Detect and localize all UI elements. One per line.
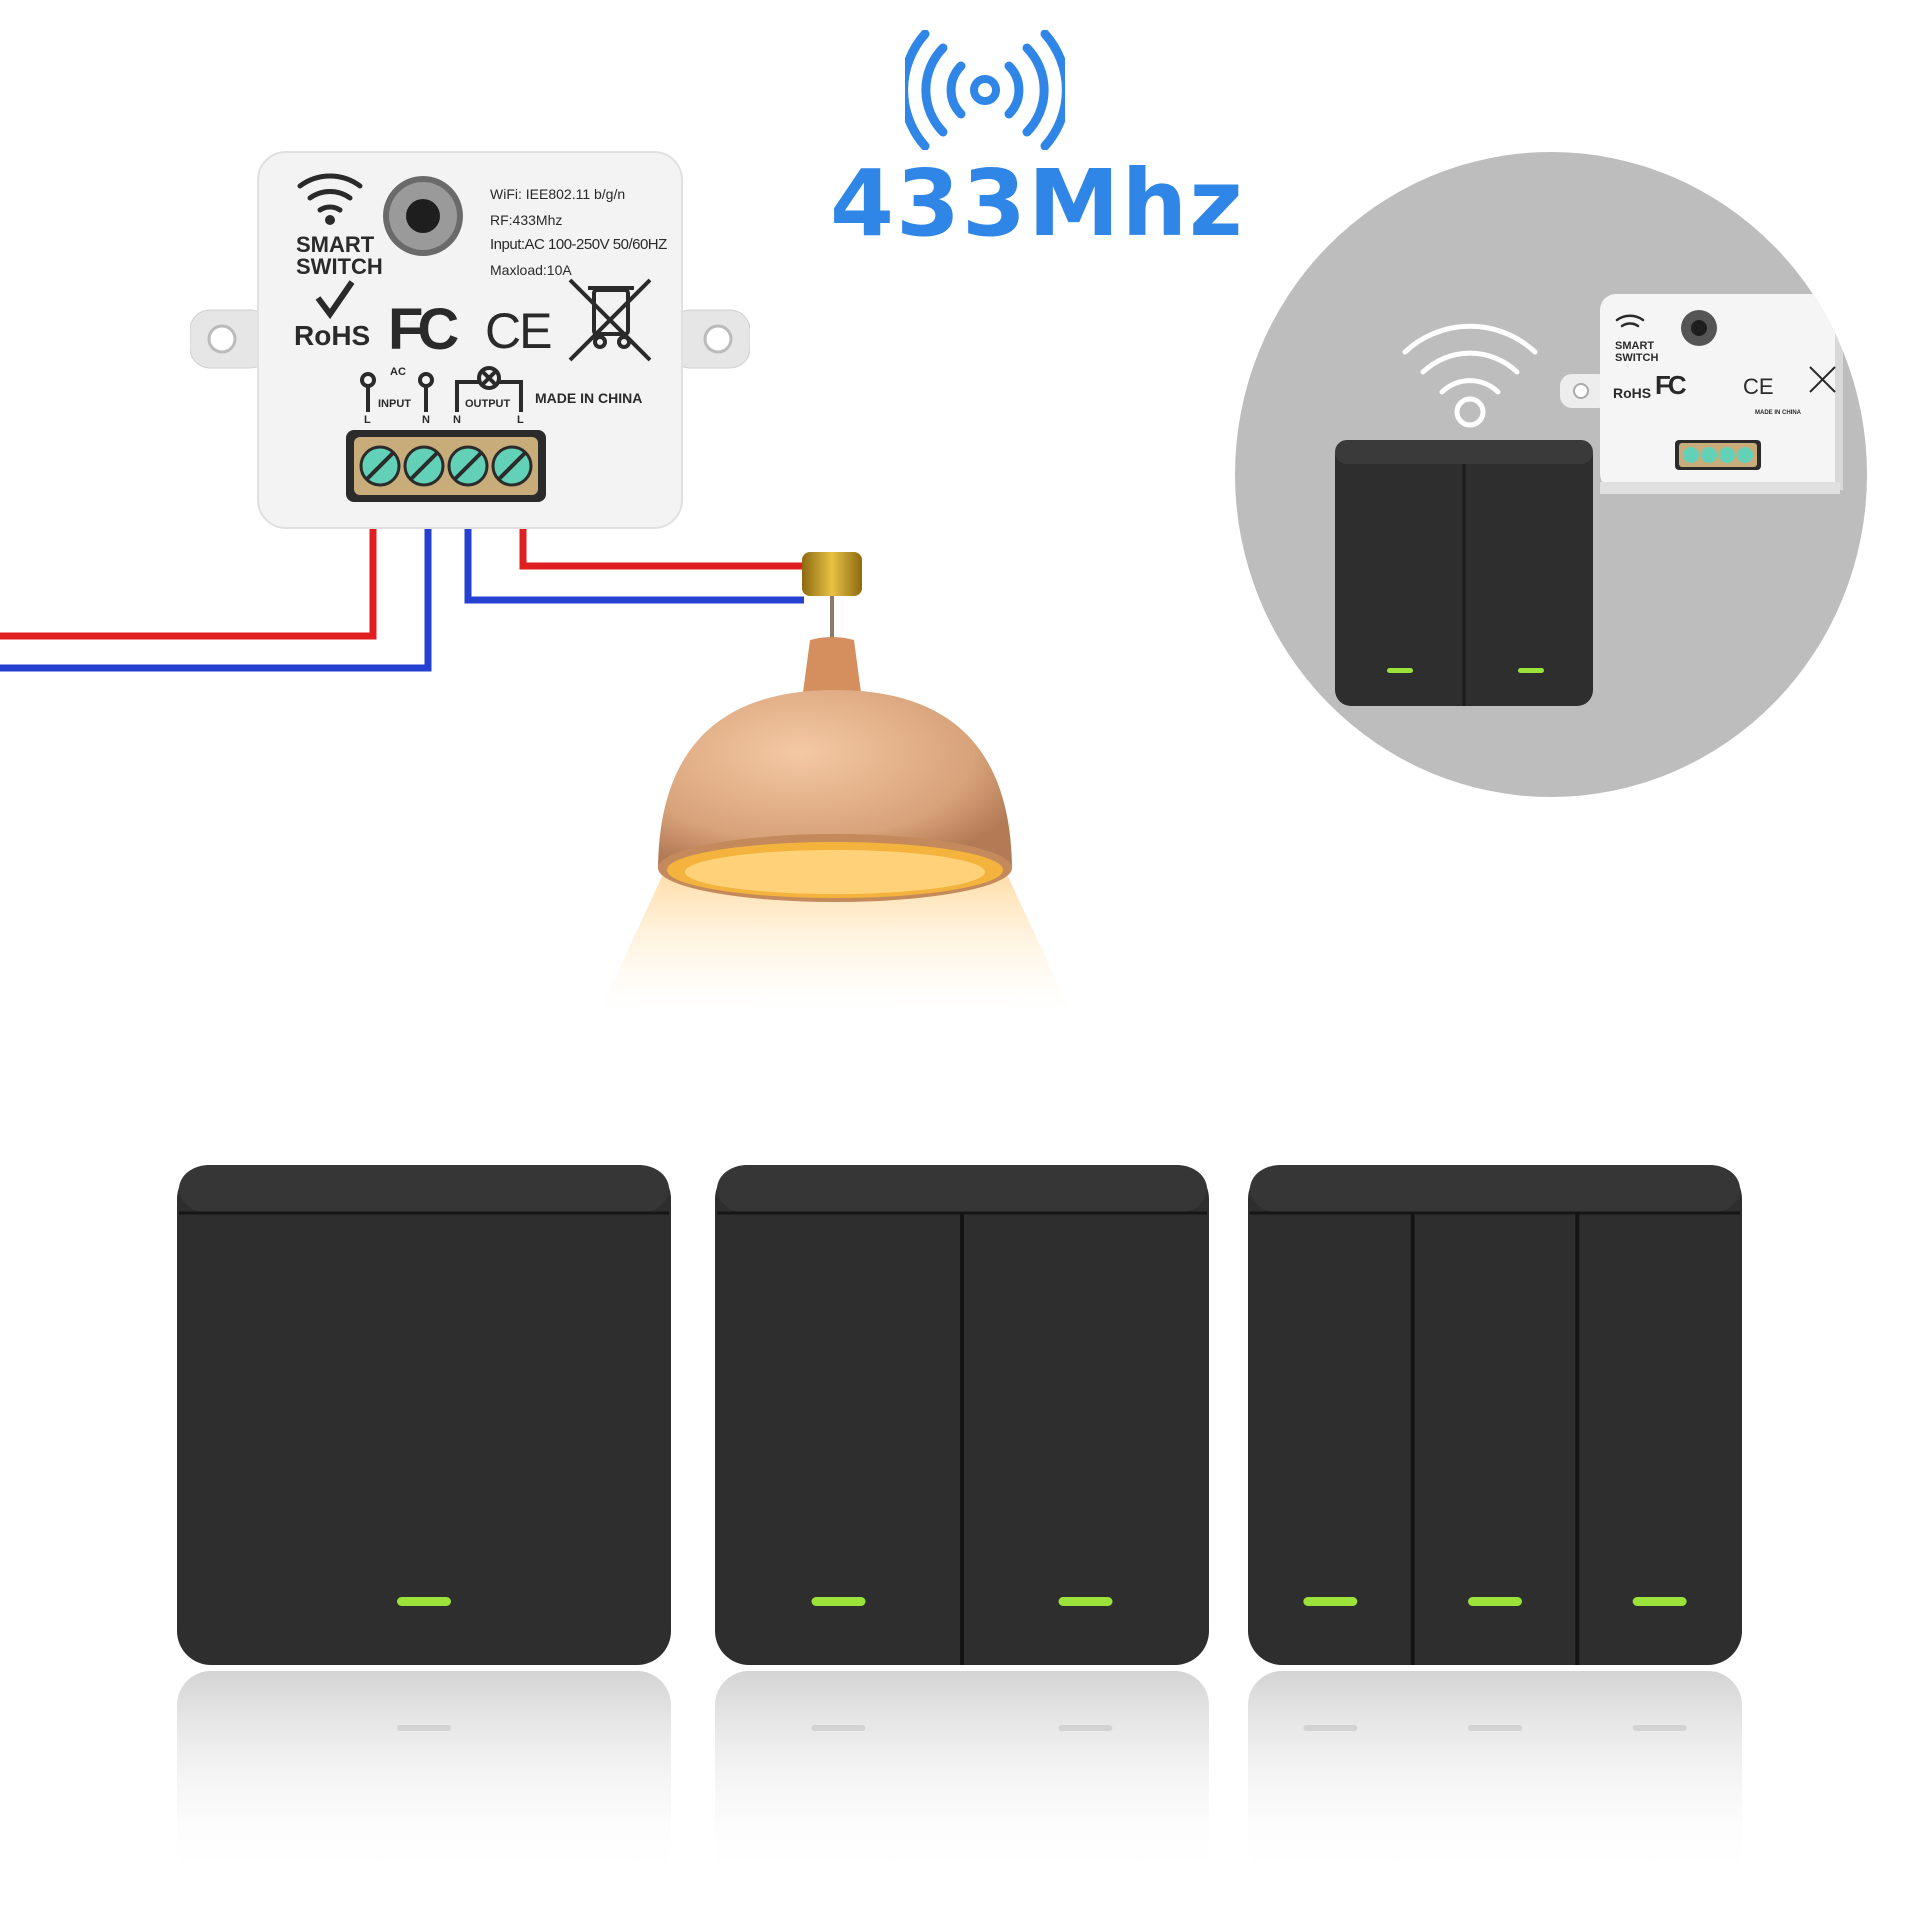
inset-cert-rohs: RoHS [1613, 385, 1652, 401]
wiring-diagram [0, 528, 804, 672]
cert-fc: FC [388, 297, 459, 362]
wall-switch-3-gang [1248, 1165, 1742, 1885]
broadcast-wifi-icon [1402, 323, 1538, 395]
inset-brand-line2: SWITCH [1615, 352, 1659, 364]
terminal-l1: L [364, 414, 371, 426]
product-inset: SMART SWITCH RoHS FC CE MADE IN CHINA [1235, 152, 1867, 797]
brand-line1: SMART [296, 232, 375, 257]
switch-panel-row [0, 1165, 1920, 1905]
terminal-n1: N [422, 414, 430, 426]
wall-switch-1-gang [177, 1165, 671, 1885]
pendant-lamp [600, 552, 1070, 1010]
inset-origin: MADE IN CHINA [1755, 410, 1801, 416]
inset-cert-ce: CE [1743, 374, 1774, 399]
input-label: INPUT [378, 398, 411, 410]
rf-signal-icon [905, 30, 1065, 150]
wifi-icon [297, 173, 363, 213]
output-label: OUTPUT [465, 398, 511, 410]
terminal-n2: N [453, 414, 461, 426]
spec-rf: RF:433Mhz [490, 212, 563, 228]
terminal-l2: L [517, 414, 524, 426]
smart-switch-module: SMART SWITCH WiFi: IEE802.11 b/g/n RF:43… [189, 150, 751, 530]
cert-rohs: RoHS [294, 320, 371, 351]
spec-input: Input:AC 100-250V 50/60HZ [490, 236, 667, 253]
spec-maxload: Maxload:10A [490, 262, 572, 278]
spec-wifi: WiFi: IEE802.11 b/g/n [490, 186, 626, 202]
frequency-label: 433Mhz [830, 150, 1245, 257]
inset-cert-fc: FC [1655, 370, 1687, 400]
weee-bin-icon [568, 278, 652, 362]
cert-ce: CE [485, 303, 552, 359]
inset-brand-line1: SMART [1615, 340, 1655, 352]
wall-switch-2-gang [715, 1165, 1209, 1885]
brand-line2: SWITCH [296, 254, 383, 279]
origin-label: MADE IN CHINA [535, 390, 643, 406]
ac-label: AC [390, 366, 406, 378]
